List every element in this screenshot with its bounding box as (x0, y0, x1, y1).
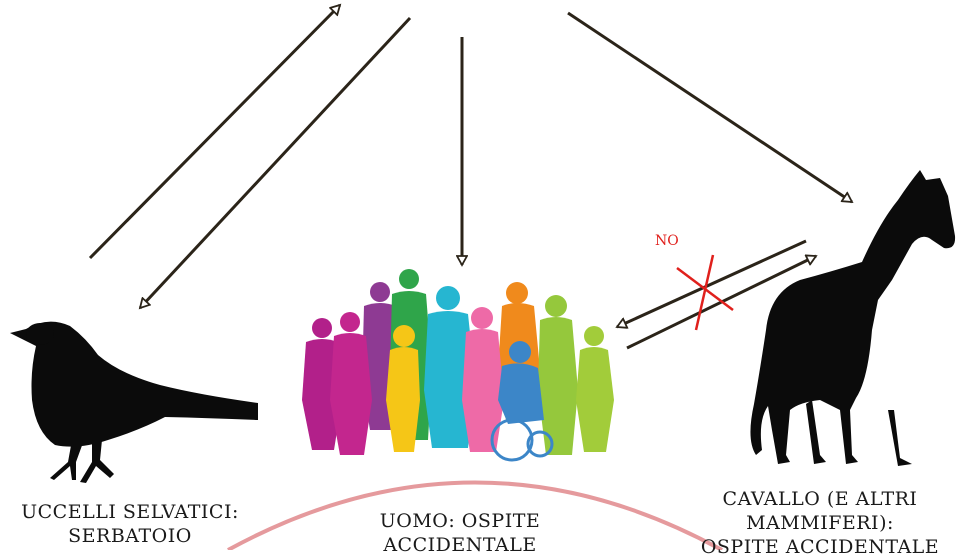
bottom-arc (227, 480, 723, 550)
horse-label-line1: CAVALLO (E ALTRI MAMMIFERI): (722, 488, 918, 534)
arrow-horse-to-human (617, 239, 807, 327)
bird-label-line2: SERBATOIO (68, 525, 192, 547)
horse-label: CAVALLO (E ALTRI MAMMIFERI): OSPITE ACCI… (665, 487, 975, 559)
no-transmission-cross (676, 254, 734, 331)
no-label: NO (655, 233, 679, 249)
horse-label-line2: OSPITE ACCIDENTALE (700, 536, 940, 558)
people-crowd (302, 269, 614, 462)
bird-silhouette (10, 321, 258, 483)
arrow-source-to-horse (567, 11, 852, 204)
bird-label-line1: UCCELLI SELVATICI: (21, 501, 239, 523)
arrow-bird-to-source (88, 5, 340, 260)
bird-label: UCCELLI SELVATICI: SERBATOIO (10, 500, 250, 548)
arrow-source-to-bird (140, 16, 412, 308)
horse-silhouette (750, 170, 956, 466)
